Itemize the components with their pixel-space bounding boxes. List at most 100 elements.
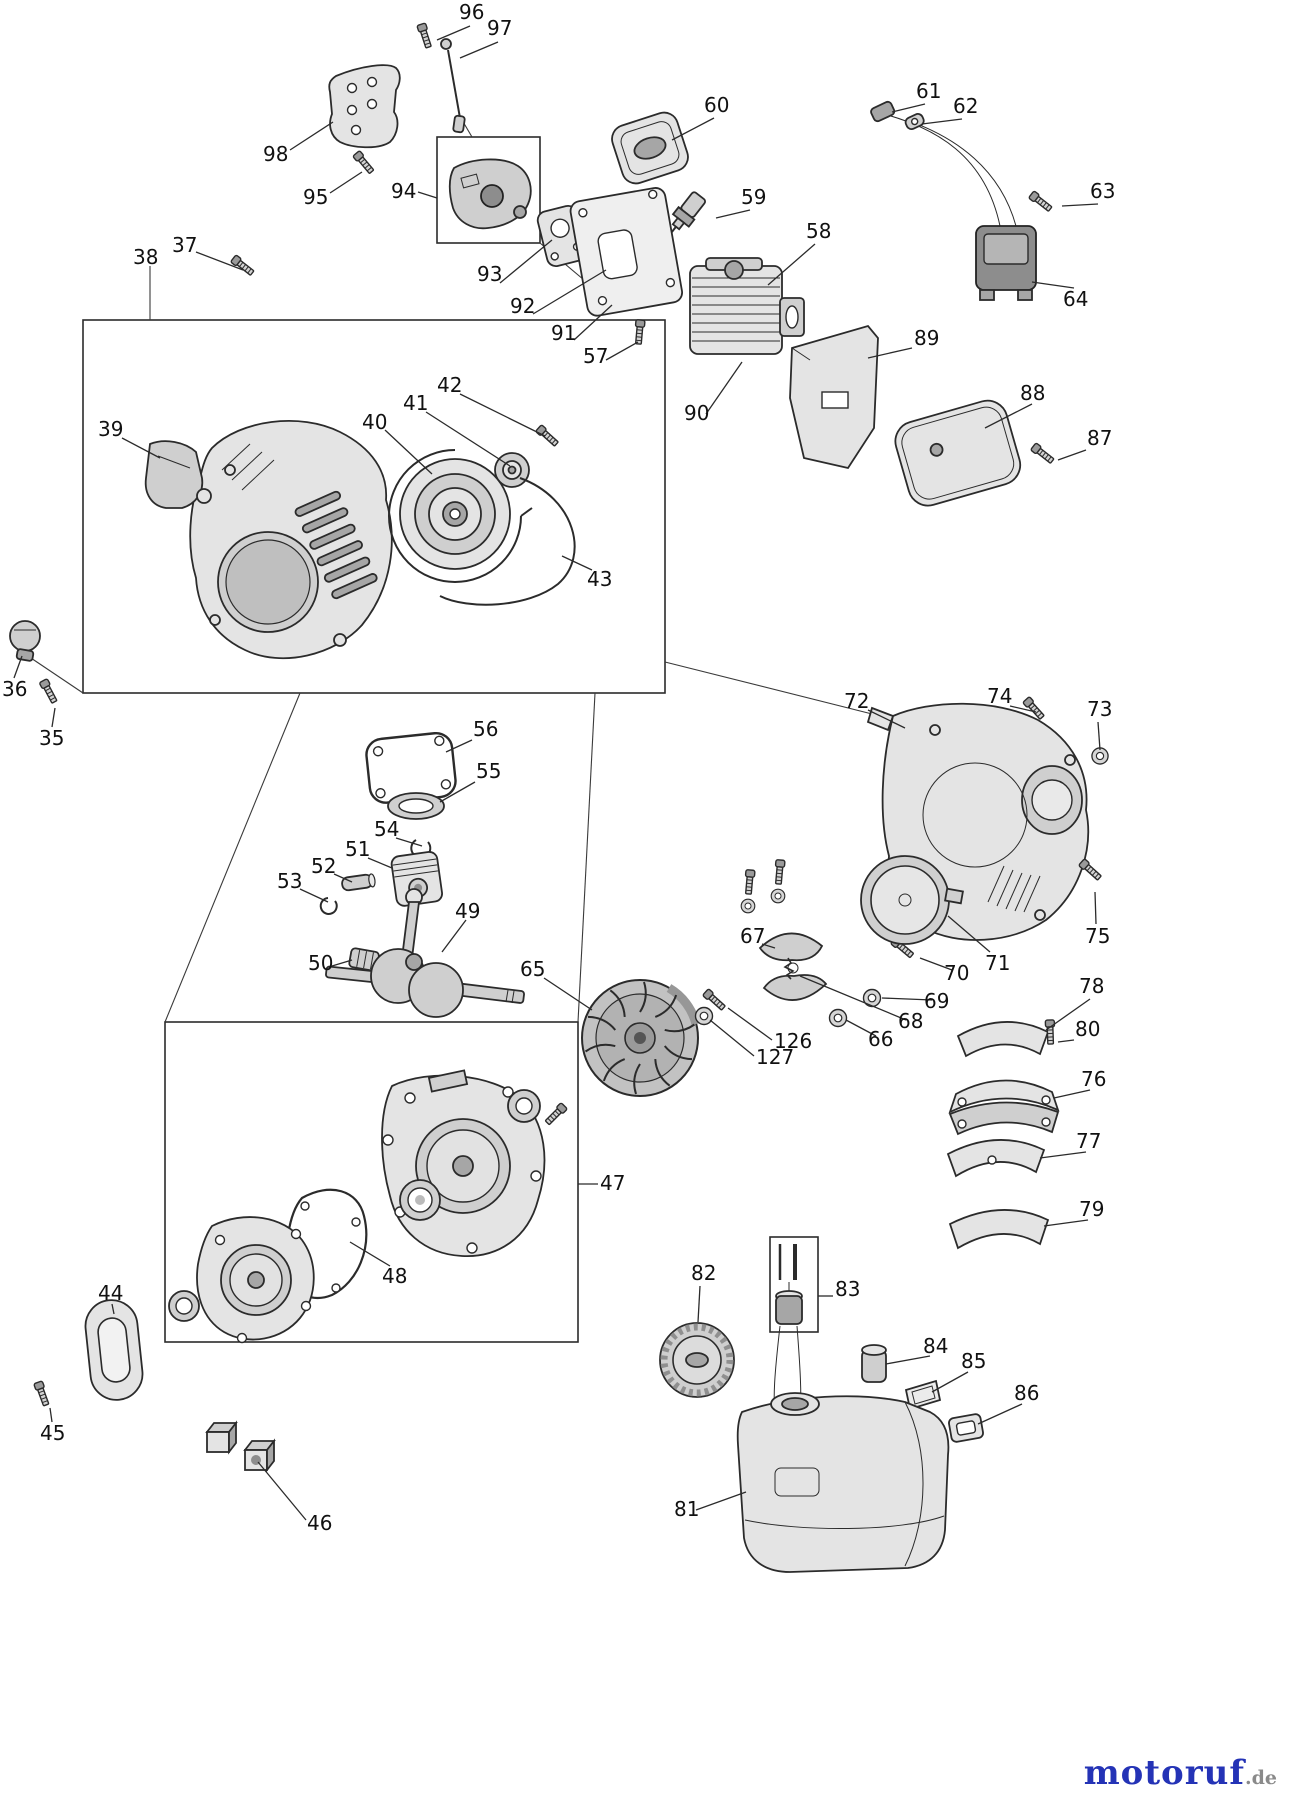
part-71-drum bbox=[860, 855, 964, 945]
part-label-44: 44 bbox=[98, 1281, 124, 1305]
part-label-89: 89 bbox=[914, 326, 940, 350]
part-label-57: 57 bbox=[583, 344, 609, 368]
part-60-air-cleaner bbox=[611, 111, 689, 185]
leader-lines bbox=[13, 25, 1101, 1521]
part-64-ignition-coil bbox=[883, 113, 1037, 301]
part-label-37: 37 bbox=[172, 233, 198, 257]
part-label-45: 45 bbox=[40, 1421, 66, 1445]
part-85-seal-plate bbox=[904, 1379, 942, 1411]
part-40-recoil-spring bbox=[388, 449, 533, 583]
watermark-suffix: .de bbox=[1245, 1767, 1277, 1789]
part-label-54: 54 bbox=[374, 817, 400, 841]
part-96-screw bbox=[416, 22, 434, 50]
clutch-screw-b bbox=[773, 858, 786, 886]
part-label-84: 84 bbox=[923, 1334, 949, 1358]
part-label-87: 87 bbox=[1087, 426, 1113, 450]
part-46-dampers bbox=[205, 1420, 276, 1473]
part-label-80: 80 bbox=[1075, 1017, 1101, 1041]
part-label-63: 63 bbox=[1090, 179, 1116, 203]
part-35-screw bbox=[38, 677, 60, 705]
part-88-muffler bbox=[894, 399, 1022, 507]
part-62-grommet bbox=[904, 113, 925, 131]
part-label-50: 50 bbox=[308, 951, 334, 975]
part-36-cap bbox=[9, 620, 41, 662]
part-label-78: 78 bbox=[1079, 974, 1105, 998]
part-label-39: 39 bbox=[98, 417, 124, 441]
part-label-97: 97 bbox=[487, 16, 513, 40]
part-38-starter-housing bbox=[189, 419, 393, 660]
part-94-carburetor-bracket bbox=[448, 158, 532, 230]
part-label-76: 76 bbox=[1081, 1067, 1107, 1091]
part-label-48: 48 bbox=[382, 1264, 408, 1288]
crankcase-screw bbox=[543, 1101, 569, 1127]
part-42-screw bbox=[534, 423, 561, 449]
part-label-98: 98 bbox=[263, 142, 289, 166]
part-label-81: 81 bbox=[674, 1497, 700, 1521]
part-label-96: 96 bbox=[459, 0, 485, 24]
part-label-90: 90 bbox=[684, 401, 710, 425]
part-label-38: 38 bbox=[133, 245, 159, 269]
part-label-60: 60 bbox=[704, 93, 730, 117]
part-49-crankshaft bbox=[325, 888, 525, 1018]
part-73-o-ring bbox=[1091, 747, 1109, 765]
part-label-66: 66 bbox=[868, 1027, 894, 1051]
part-label-52: 52 bbox=[311, 854, 337, 878]
part-label-88: 88 bbox=[1020, 381, 1046, 405]
crankcase-left-half bbox=[168, 1216, 315, 1344]
part-59-spark-plug bbox=[670, 191, 706, 233]
part-label-94: 94 bbox=[391, 179, 417, 203]
part-label-91: 91 bbox=[551, 321, 577, 345]
part-63-screw bbox=[1027, 190, 1054, 214]
part-label-55: 55 bbox=[476, 759, 502, 783]
part-61-plug-cap bbox=[870, 100, 896, 123]
part-68-spring bbox=[783, 957, 795, 980]
clutch-washer-b bbox=[770, 888, 786, 904]
part-67-clutch-shoes bbox=[758, 932, 828, 1001]
part-label-126: 126 bbox=[774, 1029, 813, 1053]
part-37-screw bbox=[229, 254, 256, 278]
part-label-56: 56 bbox=[473, 717, 499, 741]
watermark-brand: motoruf bbox=[1083, 1753, 1245, 1793]
part-label-73: 73 bbox=[1087, 697, 1113, 721]
part-label-69: 69 bbox=[924, 989, 950, 1013]
part-label-85: 85 bbox=[961, 1349, 987, 1373]
part-76-clamp bbox=[948, 1079, 1060, 1136]
part-95-screw bbox=[351, 149, 376, 176]
part-label-71: 71 bbox=[985, 951, 1011, 975]
part-label-65: 65 bbox=[520, 957, 546, 981]
part-78-clamp-shell bbox=[956, 1021, 1050, 1058]
part-label-59: 59 bbox=[741, 185, 767, 209]
part-label-49: 49 bbox=[455, 899, 481, 923]
part-86-grommet-plate bbox=[948, 1413, 984, 1443]
part-80-bolt bbox=[1044, 1019, 1056, 1045]
part-label-82: 82 bbox=[691, 1261, 717, 1285]
watermark-logo[interactable]: motoruf.de bbox=[1084, 1753, 1277, 1793]
part-65-flywheel bbox=[581, 979, 701, 1097]
part-39-starter-handle bbox=[144, 440, 212, 509]
part-label-51: 51 bbox=[345, 837, 371, 861]
part-label-83: 83 bbox=[835, 1277, 861, 1301]
part-label-93: 93 bbox=[477, 262, 503, 286]
part-58-cylinder bbox=[689, 257, 805, 355]
part-label-58: 58 bbox=[806, 219, 832, 243]
part-127-washer bbox=[694, 1006, 714, 1026]
part-41-starter-pulley bbox=[399, 452, 530, 570]
part-91-plate bbox=[569, 187, 683, 317]
part-label-40: 40 bbox=[362, 410, 388, 434]
part-label-47: 47 bbox=[600, 1171, 626, 1195]
part-label-68: 68 bbox=[898, 1009, 924, 1033]
part-43-starter-rope bbox=[439, 477, 576, 606]
part-82-fuel-cap bbox=[659, 1322, 735, 1398]
part-97-needle bbox=[440, 38, 466, 134]
part-label-42: 42 bbox=[437, 373, 463, 397]
part-label-67: 67 bbox=[740, 924, 766, 948]
part-label-75: 75 bbox=[1085, 924, 1111, 948]
part-57-bolt bbox=[633, 318, 646, 346]
part-label-62: 62 bbox=[953, 94, 979, 118]
part-label-70: 70 bbox=[944, 961, 970, 985]
part-label-79: 79 bbox=[1079, 1197, 1105, 1221]
part-45-screw bbox=[33, 1380, 52, 1408]
part-81-fuel-tank bbox=[736, 1392, 950, 1573]
